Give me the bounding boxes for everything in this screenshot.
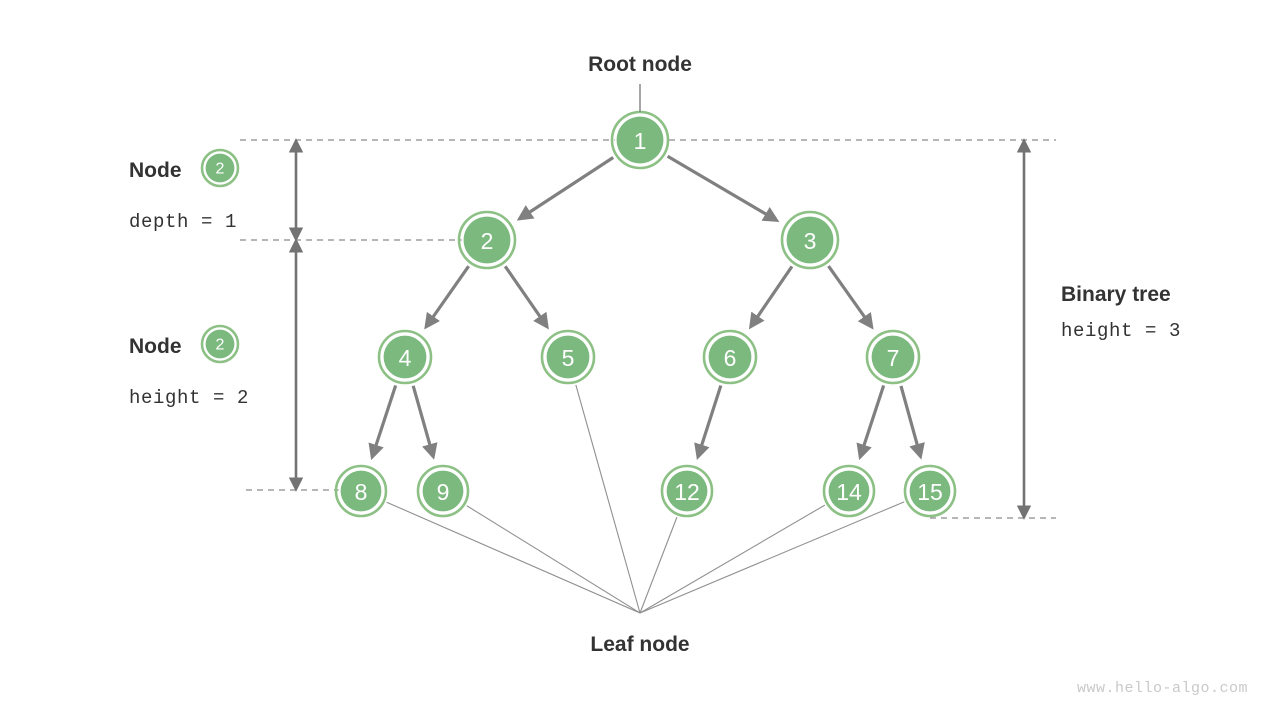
tree-height-detail: height = 3 <box>1061 320 1181 342</box>
node-depth-prefix: Node <box>129 159 182 182</box>
tree-node-ring <box>903 464 957 518</box>
tree-node-6[interactable]: 6 <box>702 329 758 385</box>
leaf-pointer-line <box>575 384 641 614</box>
tree-node-ring <box>780 210 840 270</box>
tree-node-disc <box>871 335 915 379</box>
leaf-pointer-line <box>466 505 641 614</box>
tree-node-value: 12 <box>674 479 700 505</box>
tree-node-ring <box>457 210 517 270</box>
tree-node-value: 14 <box>836 479 862 505</box>
leaf-pointer-lines-group <box>386 384 905 614</box>
tree-node-disc <box>463 216 511 264</box>
tree-node-7[interactable]: 7 <box>865 329 921 385</box>
leaf-pointer-line <box>386 501 641 614</box>
tree-node-value: 7 <box>887 345 900 371</box>
root-callout: Root node <box>588 53 692 112</box>
tree-node-value: 15 <box>917 479 943 505</box>
tree-node-8[interactable]: 8 <box>334 464 388 518</box>
node-depth-badge-disc <box>205 153 235 183</box>
tree-node-5[interactable]: 5 <box>540 329 596 385</box>
tree-edge-4-to-9 <box>411 385 438 460</box>
tree-edge-4-to-8 <box>368 385 398 461</box>
tree-node-9[interactable]: 9 <box>416 464 470 518</box>
tree-node-ring <box>660 464 714 518</box>
tree-node-ring <box>377 329 433 385</box>
tree-node-4[interactable]: 4 <box>377 329 433 385</box>
node-depth-detail: depth = 1 <box>129 211 237 233</box>
tree-node-ring <box>702 329 758 385</box>
node-height-detail: height = 2 <box>129 387 249 409</box>
tree-node-ring <box>822 464 876 518</box>
tree-node-ring <box>334 464 388 518</box>
tree-node-value: 1 <box>634 128 647 154</box>
tree-node-value: 8 <box>355 479 368 505</box>
tree-node-2[interactable]: 2 <box>457 210 517 270</box>
tree-edges-group <box>368 154 925 461</box>
tree-node-ring <box>416 464 470 518</box>
node-depth-badge-value: 2 <box>216 161 225 178</box>
tree-node-3[interactable]: 3 <box>780 210 840 270</box>
tree-node-value: 2 <box>481 228 494 254</box>
tree-node-ring <box>865 329 921 385</box>
leaf-callout: Leaf node <box>590 633 689 656</box>
tree-node-disc <box>422 470 464 512</box>
node-depth-badge-ring <box>200 148 240 188</box>
tree-node-disc <box>383 335 427 379</box>
tree-edge-6-to-12 <box>694 385 723 461</box>
tree-node-value: 6 <box>724 345 737 371</box>
tree-node-ring <box>540 329 596 385</box>
tree-edge-2-to-4 <box>424 265 470 330</box>
tree-node-disc <box>909 470 951 512</box>
leaf-pointer-line <box>639 504 826 614</box>
tree-edge-7-to-14 <box>856 385 886 461</box>
tree-node-15[interactable]: 15 <box>903 464 957 518</box>
tree-node-disc <box>708 335 752 379</box>
tree-node-disc <box>340 470 382 512</box>
watermark: www.hello-algo.com <box>1077 680 1248 697</box>
guide-lines-group <box>240 139 1056 519</box>
measurement-arrows-group <box>288 138 1032 520</box>
tree-edge-1-to-2 <box>516 156 615 221</box>
tree-node-value: 3 <box>804 228 817 254</box>
tree-node-disc <box>666 470 708 512</box>
tree-node-value: 5 <box>562 345 575 371</box>
tree-node-disc <box>546 335 590 379</box>
root-node-label: Root node <box>588 53 692 76</box>
node-height-badge-disc <box>205 329 235 359</box>
tree-node-14[interactable]: 14 <box>822 464 876 518</box>
node-height-annotation: Node 2 height = 2 <box>129 324 249 409</box>
tree-edge-7-to-15 <box>899 385 925 460</box>
node-height-badge-value: 2 <box>216 337 225 354</box>
node-height-prefix: Node <box>129 335 182 358</box>
tree-node-disc <box>786 216 834 264</box>
tree-node-value: 4 <box>399 345 412 371</box>
node-height-badge-ring <box>200 324 240 364</box>
tree-node-1[interactable]: 1 <box>610 110 670 170</box>
tree-edge-2-to-5 <box>503 265 549 330</box>
tree-node-12[interactable]: 12 <box>660 464 714 518</box>
tree-height-prefix: Binary tree <box>1061 283 1171 306</box>
tree-edge-1-to-3 <box>666 154 780 222</box>
tree-height-annotation: Binary tree height = 3 <box>1061 283 1181 342</box>
leaf-pointer-line <box>639 516 678 614</box>
node-depth-annotation: Node 2 depth = 1 <box>129 148 240 233</box>
tree-edge-3-to-7 <box>827 265 874 330</box>
leaf-pointer-line <box>639 501 905 614</box>
tree-edge-3-to-6 <box>748 265 794 330</box>
leaf-node-label: Leaf node <box>590 633 689 656</box>
tree-node-disc <box>616 116 664 164</box>
tree-node-disc <box>828 470 870 512</box>
tree-node-value: 9 <box>437 479 450 505</box>
